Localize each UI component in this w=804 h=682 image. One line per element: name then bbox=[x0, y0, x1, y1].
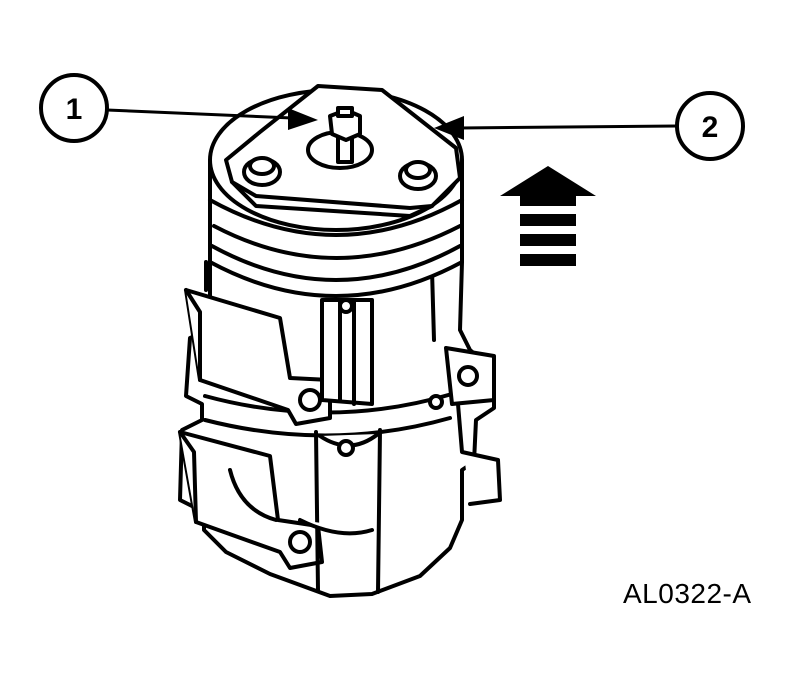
hub-bolts bbox=[242, 156, 438, 191]
shaft-nut bbox=[328, 106, 362, 164]
arrow-up-icon bbox=[500, 166, 596, 266]
mounting-holes bbox=[288, 298, 479, 554]
callout-1-label: 1 bbox=[66, 93, 83, 126]
callout-2: 2 bbox=[434, 91, 745, 161]
compressor-body bbox=[178, 260, 502, 598]
leader-arrowhead-icon bbox=[434, 116, 464, 140]
callout-1: 1 bbox=[39, 73, 318, 143]
leader-arrowhead-icon bbox=[288, 108, 318, 130]
figure-code: AL0322-A bbox=[623, 578, 752, 609]
callout-2-label: 2 bbox=[702, 111, 719, 144]
